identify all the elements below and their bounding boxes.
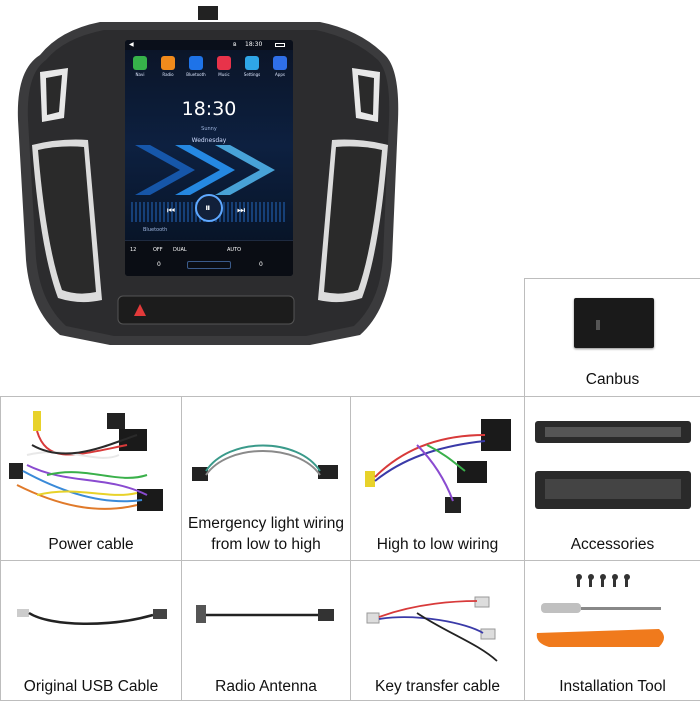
apps-grid-icon bbox=[273, 56, 287, 70]
usb-cable-cell: Original USB Cable bbox=[0, 560, 182, 701]
date-text: Wednesday bbox=[191, 137, 227, 144]
back-icon[interactable]: ◀ bbox=[129, 41, 134, 48]
clock: 18:30 bbox=[181, 98, 237, 120]
chevron-graphic bbox=[135, 145, 275, 195]
power-cable-cell: Power cable bbox=[0, 396, 182, 561]
climate-panel: 12 OFF DUAL AUTO 0 0 bbox=[125, 240, 293, 276]
weather-text: Sunny bbox=[201, 126, 217, 132]
radio-antenna-cell: Radio Antenna bbox=[181, 560, 351, 701]
app-label: Bluetooth bbox=[186, 72, 206, 77]
key-transfer-cell: Key transfer cable bbox=[350, 560, 525, 701]
power-cable-caption: Power cable bbox=[48, 536, 134, 553]
navi-icon bbox=[133, 56, 147, 70]
canbus-cell: Canbus bbox=[524, 278, 700, 397]
radio-antenna-caption: Radio Antenna bbox=[215, 678, 317, 695]
usb-cable-image bbox=[17, 609, 167, 625]
media-source: Bluetooth bbox=[143, 227, 168, 233]
previous-icon[interactable]: ⏮ bbox=[167, 206, 176, 216]
bluetooth-icon bbox=[189, 56, 203, 70]
status-time: 18:30 bbox=[245, 41, 263, 48]
app-label: Radio bbox=[162, 72, 174, 77]
usb-cable-caption: Original USB Cable bbox=[23, 678, 159, 695]
high-to-low-wiring-image bbox=[365, 419, 511, 513]
climate-dual-button[interactable]: DUAL bbox=[173, 247, 187, 253]
music-icon bbox=[217, 56, 231, 70]
head-unit-image bbox=[0, 0, 420, 360]
fan-bar[interactable] bbox=[187, 261, 231, 269]
status-bar: ◀ ʙ 18:30 bbox=[125, 40, 293, 50]
installation-tool-caption: Installation Tool bbox=[559, 678, 666, 695]
bluetooth-status-icon: ʙ bbox=[233, 41, 237, 48]
climate-level: 12 bbox=[130, 247, 137, 253]
settings-icon bbox=[245, 56, 259, 70]
emergency-wiring-caption-line2: from low to high bbox=[211, 536, 321, 553]
radio-antenna-image bbox=[196, 605, 334, 623]
radio-icon bbox=[161, 56, 175, 70]
installation-tool-cell: Installation Tool bbox=[524, 560, 700, 701]
app-label: Apps bbox=[275, 72, 285, 77]
pause-icon: ⏸ bbox=[205, 201, 211, 214]
accessories-cell: Accessories bbox=[524, 396, 700, 561]
right-temp: 0 bbox=[259, 261, 263, 268]
emergency-wiring-cell: Emergency light wiring from low to high bbox=[181, 396, 351, 561]
app-label: Navi bbox=[135, 72, 145, 77]
high-to-low-wiring-caption: High to low wiring bbox=[376, 536, 499, 553]
battery-icon bbox=[275, 43, 285, 47]
canbus-image bbox=[574, 298, 654, 348]
climate-auto-button[interactable]: AUTO bbox=[227, 247, 242, 253]
brackets-image bbox=[535, 421, 691, 509]
power-cable-image bbox=[9, 411, 163, 511]
accessories-caption: Accessories bbox=[570, 536, 655, 553]
key-transfer-caption: Key transfer cable bbox=[375, 678, 500, 695]
emergency-wiring-caption-line1: Emergency light wiring bbox=[188, 515, 344, 532]
emergency-wiring-image bbox=[192, 444, 338, 481]
high-to-low-wiring-cell: High to low wiring bbox=[350, 396, 525, 561]
head-unit-screen[interactable]: ◀ ʙ 18:30 Navi Radio Bluetooth Music Set… bbox=[125, 40, 293, 276]
play-pause-button[interactable]: ⏸ bbox=[195, 194, 223, 222]
app-label: Music bbox=[218, 72, 230, 77]
installation-tool-image bbox=[536, 574, 664, 647]
next-icon[interactable]: ⏭ bbox=[237, 206, 246, 216]
left-temp: 0 bbox=[157, 261, 161, 268]
climate-off-button[interactable]: OFF bbox=[153, 247, 163, 253]
canbus-caption: Canbus bbox=[585, 371, 640, 388]
app-label: Settings bbox=[243, 72, 261, 77]
key-transfer-image bbox=[366, 596, 498, 662]
app-row: Navi Radio Bluetooth Music Settings Apps bbox=[125, 54, 293, 80]
